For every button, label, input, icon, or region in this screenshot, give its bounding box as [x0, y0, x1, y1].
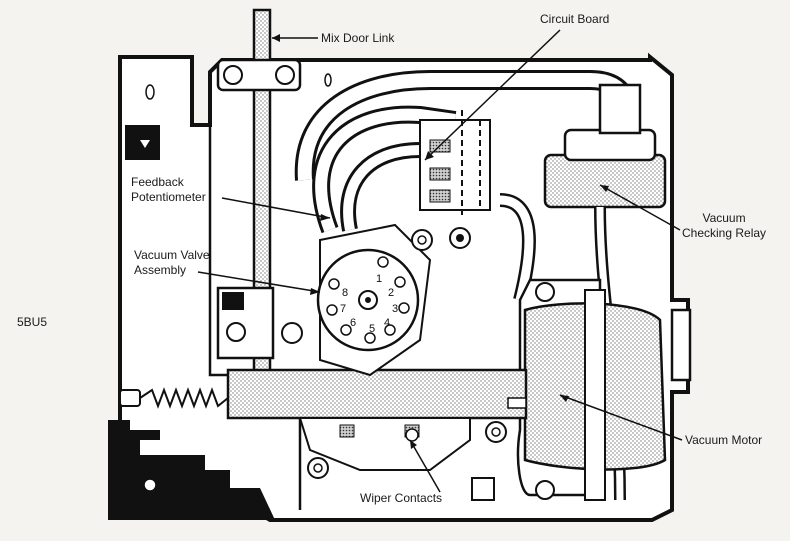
label-vacuum-motor: Vacuum Motor	[685, 433, 763, 447]
corner-marker	[140, 140, 150, 148]
bottom-bolt-right	[485, 421, 507, 443]
checking-relay-nipple	[598, 83, 642, 135]
clamp-bolt-left	[223, 65, 243, 85]
motor-mount-bolt-bottom	[535, 480, 555, 500]
wiper-screw	[405, 428, 419, 442]
leader-vacuum-valve-assembly	[197, 271, 321, 293]
motor-mount-bolt-top	[535, 282, 555, 302]
valve-ports	[326, 256, 410, 344]
label-vacuum-checking-relay: Vacuum Checking Relay	[682, 211, 766, 241]
actuator-arm	[226, 368, 528, 420]
valve-port-number: 2	[388, 287, 394, 299]
checking-relay-body	[543, 153, 667, 209]
label-circuit-board: Circuit Board	[540, 12, 610, 26]
label-line: Vacuum Valve	[134, 248, 210, 262]
circuit-trace-2	[429, 167, 451, 181]
side-bracket-screw	[281, 322, 303, 344]
circuit-trace-3	[429, 189, 451, 203]
label-wiper-contacts: Wiper Contacts	[360, 491, 443, 505]
label-line: Feedback	[131, 175, 184, 189]
figure-code: 5BU5	[17, 315, 48, 329]
label-line: Checking Relay	[682, 226, 767, 240]
leader-feedback-potentiometer	[221, 197, 331, 219]
valve-port-number: 8	[342, 287, 348, 299]
label-feedback-potentiometer: Feedback Potentiometer	[131, 175, 206, 205]
plate-hole	[145, 84, 155, 100]
wiper-contact	[339, 424, 355, 438]
leader-vacuum-motor	[559, 394, 683, 441]
potentiometer-bolt	[411, 229, 433, 251]
arm-slot	[507, 397, 527, 409]
label-mix-door-link: Mix Door Link	[321, 31, 395, 45]
leader-wiper-contacts	[409, 439, 441, 493]
bottom-bolt-left	[307, 457, 329, 479]
checking-relay-cap	[563, 128, 657, 162]
label-vacuum-valve-assembly: Vacuum Valve Assembly	[134, 248, 210, 278]
right-tab	[670, 308, 692, 382]
bottom-clip	[471, 477, 495, 501]
label-line: Potentiometer	[131, 190, 206, 204]
label-line: Assembly	[134, 263, 187, 277]
valve-port-number: 6	[350, 317, 356, 329]
spring-anchor	[119, 389, 141, 407]
bottom-left-bracket-inset	[140, 440, 160, 455]
valve-port-number: 5	[369, 323, 375, 335]
valve-port-number: 1	[376, 273, 382, 285]
leader-vacuum-checking-relay	[599, 184, 681, 231]
clamp-bolt-right	[275, 65, 295, 85]
side-bracket-bolt	[226, 322, 246, 342]
vacuum-motor-rim	[584, 289, 606, 501]
valve-port-number: 4	[384, 317, 390, 329]
bracket-hole	[143, 478, 157, 492]
label-line: Vacuum	[702, 211, 746, 225]
valve-port-number: 3	[392, 303, 398, 315]
leader-circuit-board	[424, 29, 561, 161]
valve-port-number: 7	[340, 303, 346, 315]
return-spring	[139, 387, 229, 409]
